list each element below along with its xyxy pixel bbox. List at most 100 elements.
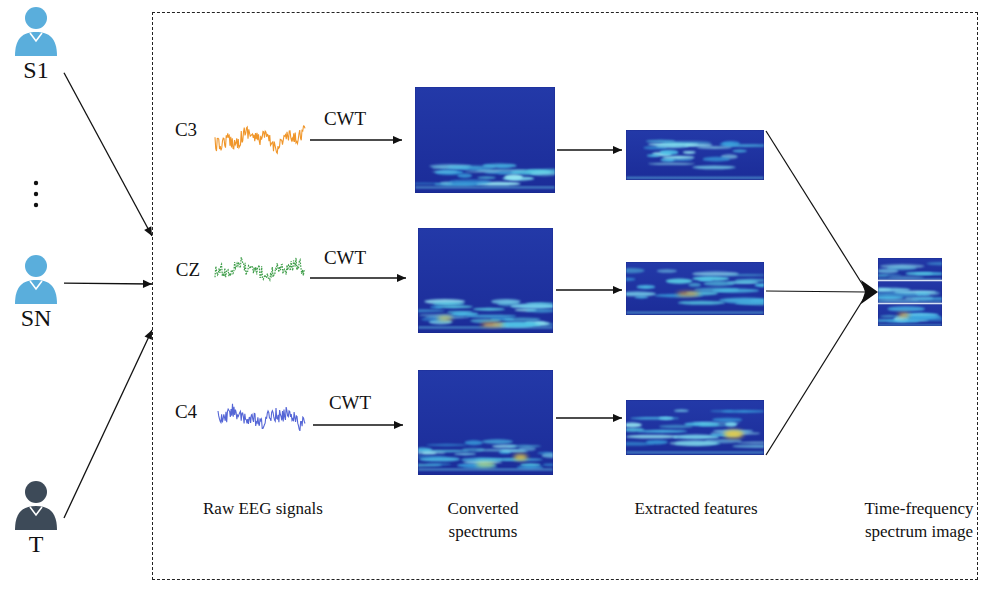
spectrum-streak bbox=[878, 274, 901, 276]
spectrum-streak bbox=[626, 277, 635, 280]
subject-icon: T bbox=[8, 478, 64, 558]
subject-label: T bbox=[8, 530, 64, 558]
spectrum-streak bbox=[531, 171, 555, 176]
image-border bbox=[626, 130, 764, 180]
spectrum-streak bbox=[447, 165, 495, 169]
spectrum-streak bbox=[426, 444, 467, 446]
spectrum-streak bbox=[449, 179, 491, 184]
channel-name: CZ bbox=[153, 259, 223, 281]
extracted-feature bbox=[626, 130, 764, 180]
spectrum-streak bbox=[626, 312, 764, 314]
subject-icon: S1 bbox=[8, 4, 64, 84]
spectrum-ground bbox=[878, 304, 942, 326]
person-head bbox=[25, 255, 47, 277]
image-border bbox=[878, 258, 942, 280]
spectrum-hotspot bbox=[514, 454, 528, 460]
spectrum-streak bbox=[915, 291, 940, 296]
person-head bbox=[25, 481, 47, 503]
spectrum-streak bbox=[498, 165, 512, 168]
spectrum-streak bbox=[473, 308, 505, 311]
spectrum-streak bbox=[917, 292, 930, 296]
spectrum-streak bbox=[470, 319, 501, 324]
fused-spectrum-band bbox=[878, 304, 942, 326]
person-icon bbox=[11, 478, 61, 530]
image-border bbox=[626, 262, 764, 315]
spectrum-streak bbox=[906, 272, 933, 275]
person-icon bbox=[11, 4, 61, 56]
spectrum-streak bbox=[506, 445, 541, 448]
spectrum-streak bbox=[454, 453, 476, 455]
spectrum-streak bbox=[526, 309, 553, 313]
image-border bbox=[415, 87, 555, 193]
spectrum-streak bbox=[719, 298, 764, 303]
spectrum-streak bbox=[878, 275, 888, 277]
spectrum-streak bbox=[449, 183, 487, 185]
spectrum-streak bbox=[517, 466, 543, 469]
merge-arrowhead bbox=[861, 280, 878, 304]
spectrum-streak bbox=[878, 288, 891, 291]
flow-arrow bbox=[556, 417, 622, 418]
spectrum-streak bbox=[657, 269, 677, 272]
dashed-frame: Raw EEG signalsConverted spectrumsExtrac… bbox=[152, 12, 978, 580]
spectrum-streak bbox=[878, 299, 919, 301]
spectrum-streak bbox=[719, 143, 733, 146]
image-border bbox=[418, 370, 553, 475]
person-collar bbox=[30, 33, 42, 41]
spectrum-streak bbox=[710, 410, 734, 412]
spectrum-streak bbox=[636, 285, 655, 289]
spectrum-streak bbox=[543, 463, 553, 466]
converted-spectrum bbox=[418, 370, 553, 475]
person-icon bbox=[11, 252, 61, 304]
spectrum-streak bbox=[704, 281, 735, 286]
subject-icon: SN bbox=[8, 252, 64, 332]
subject-arrow bbox=[64, 73, 152, 236]
spectrum-streak bbox=[457, 173, 472, 178]
spectrum-streak bbox=[482, 439, 513, 444]
image-border bbox=[878, 281, 942, 303]
spectrum-streak bbox=[692, 276, 729, 281]
subject-label: S1 bbox=[8, 56, 64, 84]
spectrum-streak bbox=[462, 448, 485, 452]
spectrum-streak bbox=[878, 268, 899, 273]
spectrum-streak bbox=[510, 304, 553, 309]
spectrum-streak bbox=[430, 305, 442, 308]
spectrum-hotspot bbox=[724, 430, 744, 438]
flow-arrow bbox=[310, 277, 406, 278]
spectrum-ground bbox=[626, 130, 764, 180]
spectrum-streak bbox=[688, 283, 701, 287]
label-slot: CWT bbox=[310, 247, 380, 269]
subject-arrow bbox=[64, 330, 152, 518]
merge-line bbox=[766, 131, 866, 290]
spectrum-streak bbox=[418, 469, 553, 471]
image-border bbox=[626, 400, 764, 455]
person-body bbox=[15, 506, 57, 530]
person-collar bbox=[30, 507, 42, 515]
column-caption: Time-frequency spectrum image bbox=[863, 497, 975, 543]
label-slot: C3 bbox=[151, 119, 221, 141]
spectrum-streak bbox=[725, 422, 737, 427]
subject-label: SN bbox=[8, 304, 64, 332]
spectrum-streak bbox=[626, 452, 764, 454]
spectrum-streak bbox=[712, 289, 759, 293]
flow-arrow bbox=[313, 424, 403, 425]
spectrum-streak bbox=[732, 445, 764, 448]
spectrum-streak bbox=[878, 288, 911, 292]
person-collar bbox=[30, 281, 42, 289]
spectrum-streak bbox=[418, 451, 446, 454]
band-separator bbox=[878, 280, 942, 282]
label-slot: C4 bbox=[151, 401, 221, 423]
spectrum-streak bbox=[630, 417, 679, 420]
spectrum-streak bbox=[669, 441, 717, 446]
spectrum-streak bbox=[659, 425, 693, 428]
caption-slot: Extracted features bbox=[611, 497, 781, 520]
spectrum-streak bbox=[906, 272, 942, 275]
ellipsis-dot bbox=[34, 203, 38, 207]
spectrum-streak bbox=[500, 450, 528, 453]
spectrum-streak bbox=[699, 424, 729, 427]
spectrum-streak bbox=[626, 435, 678, 439]
converted-spectrum bbox=[415, 87, 555, 193]
spectrum-streak bbox=[499, 322, 534, 327]
flow-arrow bbox=[556, 289, 622, 290]
spectrum-hotspot bbox=[898, 313, 910, 317]
spectrum-streak bbox=[725, 274, 764, 276]
